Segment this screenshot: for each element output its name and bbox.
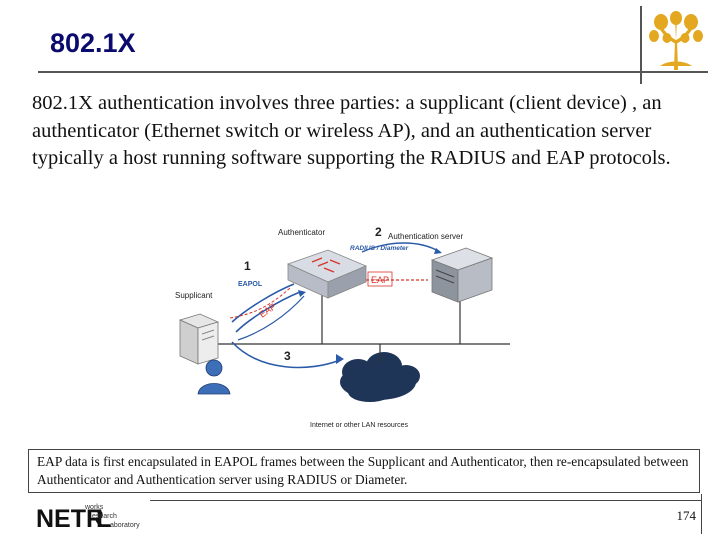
caption-box bbox=[28, 449, 700, 493]
eapol-tunnel bbox=[229, 283, 306, 341]
switch-icon bbox=[286, 249, 368, 299]
netrl-logo: NETR L works esearch aboratory bbox=[36, 504, 140, 533]
body-paragraph: 802.1X authentication involves three par… bbox=[32, 92, 671, 169]
netrl-line-works: works bbox=[84, 504, 104, 511]
network-cloud-icon bbox=[340, 352, 420, 402]
user-icon bbox=[197, 359, 231, 395]
eap-box bbox=[367, 271, 393, 287]
supplicant-computer-icon bbox=[178, 313, 220, 365]
logo-divider bbox=[640, 6, 642, 84]
eapol-label: EAPOL bbox=[238, 281, 263, 288]
supplicant-label: Supplicant bbox=[175, 291, 213, 300]
footer-vertical-divider bbox=[701, 494, 702, 534]
server-icon bbox=[430, 247, 494, 303]
netrl-main-letters: NETR bbox=[36, 505, 104, 533]
step-1: 1 bbox=[244, 259, 251, 273]
step-3: 3 bbox=[284, 349, 291, 363]
page-number: 174 bbox=[676, 508, 697, 523]
netrl-letter-l: L bbox=[96, 505, 111, 533]
netrl-line-laboratory: aboratory bbox=[110, 522, 140, 529]
eap-label-switch: EAP bbox=[371, 275, 389, 285]
university-tree-logo-icon bbox=[649, 11, 703, 70]
server-label: Authentication server bbox=[388, 232, 463, 241]
radius-label: RADIUS / Diameter bbox=[350, 245, 409, 252]
eap-802-1x-diagram: Authenticator Authentication server Supp… bbox=[175, 225, 510, 429]
title-divider bbox=[38, 71, 708, 73]
network-label: Internet or other LAN resources bbox=[310, 422, 409, 429]
step-2: 2 bbox=[375, 225, 382, 239]
slide-title: 802.1X bbox=[50, 28, 136, 58]
footer-divider bbox=[150, 500, 702, 501]
radius-arc-arrow bbox=[361, 242, 441, 253]
authenticator-label: Authenticator bbox=[278, 228, 325, 237]
access-arrow bbox=[231, 341, 341, 369]
netrl-line-research: esearch bbox=[92, 513, 117, 520]
diagram-caption: EAP data is first encapsulated in EAPOL … bbox=[37, 454, 689, 487]
